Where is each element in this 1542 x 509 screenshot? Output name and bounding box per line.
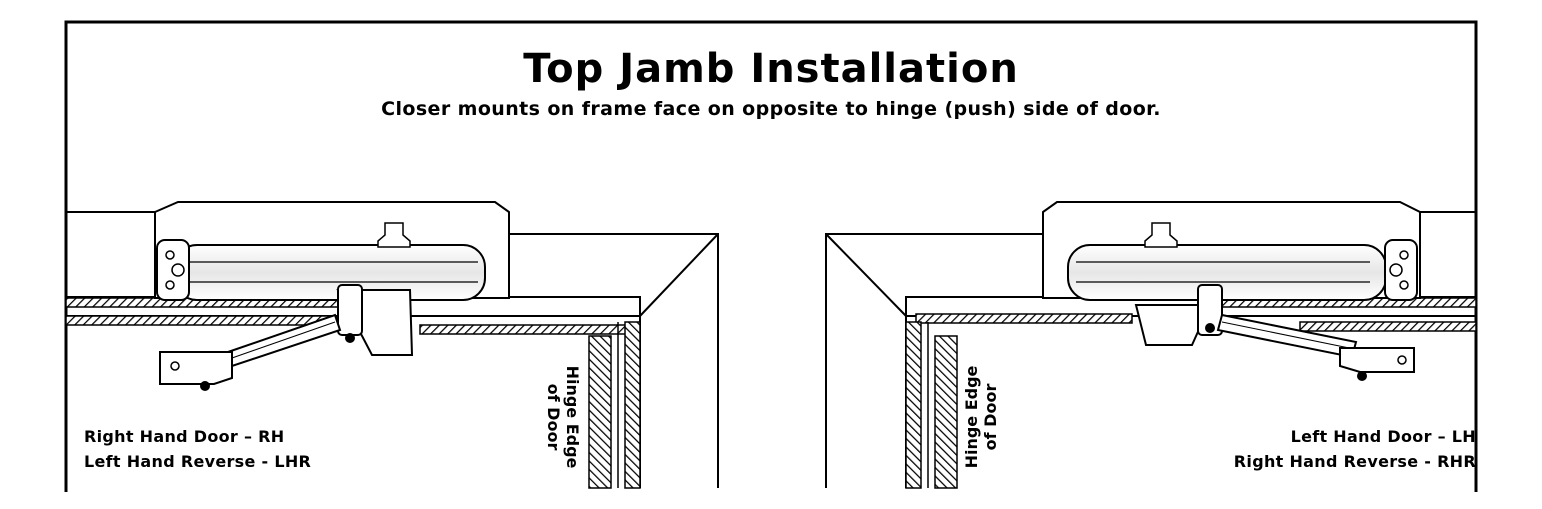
right-handing-labels: Left Hand Door – LH Right Hand Reverse -…	[1234, 424, 1476, 474]
left-installation-diagram	[65, 201, 719, 489]
left-frame-edge-hatch	[624, 321, 641, 489]
left-closer-endcap	[156, 239, 190, 301]
right-installation-diagram	[825, 201, 1477, 489]
right-hand-reverse-label: Right Hand Reverse - RHR	[1233, 452, 1476, 471]
right-closer-endcap	[1384, 239, 1418, 301]
right-closer-body	[1067, 244, 1387, 301]
right-parallel-bracket	[1339, 347, 1415, 373]
right-hinge-label-line2: of Door	[981, 383, 1000, 451]
left-valve-nut	[377, 222, 411, 248]
left-frame-outline	[66, 211, 719, 488]
left-hand-door-label: Left Hand Door – LH	[1290, 427, 1476, 446]
left-door-edge-hatch	[588, 335, 612, 489]
right-arm-shoe	[1134, 304, 1212, 346]
left-hinge-label-line1: Hinge Edge	[563, 365, 582, 469]
right-stop-strip-left	[915, 313, 1133, 324]
left-closer-body	[174, 244, 486, 301]
left-hand-reverse-label: Left Hand Reverse - LHR	[84, 452, 312, 471]
right-frame-outline	[825, 211, 1476, 488]
left-hinge-edge-label: Hinge Edge of Door	[544, 342, 582, 492]
diagram-subtitle: Closer mounts on frame face on opposite …	[381, 98, 1161, 120]
outer-frame-border	[64, 20, 1478, 492]
left-handing-labels: Right Hand Door – RH Left Hand Reverse -…	[84, 424, 311, 474]
right-valve-nut	[1144, 222, 1178, 248]
right-hand-door-label: Right Hand Door – RH	[84, 427, 285, 446]
left-stop-strip-right	[419, 324, 629, 335]
diagram-title: Top Jamb Installation	[523, 46, 1019, 92]
left-hinge-label-line2: of Door	[544, 383, 563, 451]
right-door-edge-hatch	[934, 335, 958, 489]
right-frame-edge-hatch	[905, 321, 922, 489]
right-hinge-edge-label: Hinge Edge of Door	[962, 342, 1000, 492]
left-parallel-bracket	[159, 351, 233, 385]
right-hinge-label-line1: Hinge Edge	[962, 365, 981, 469]
right-stop-strip-mid	[1299, 321, 1477, 332]
left-stop-strip-mid	[65, 315, 341, 326]
